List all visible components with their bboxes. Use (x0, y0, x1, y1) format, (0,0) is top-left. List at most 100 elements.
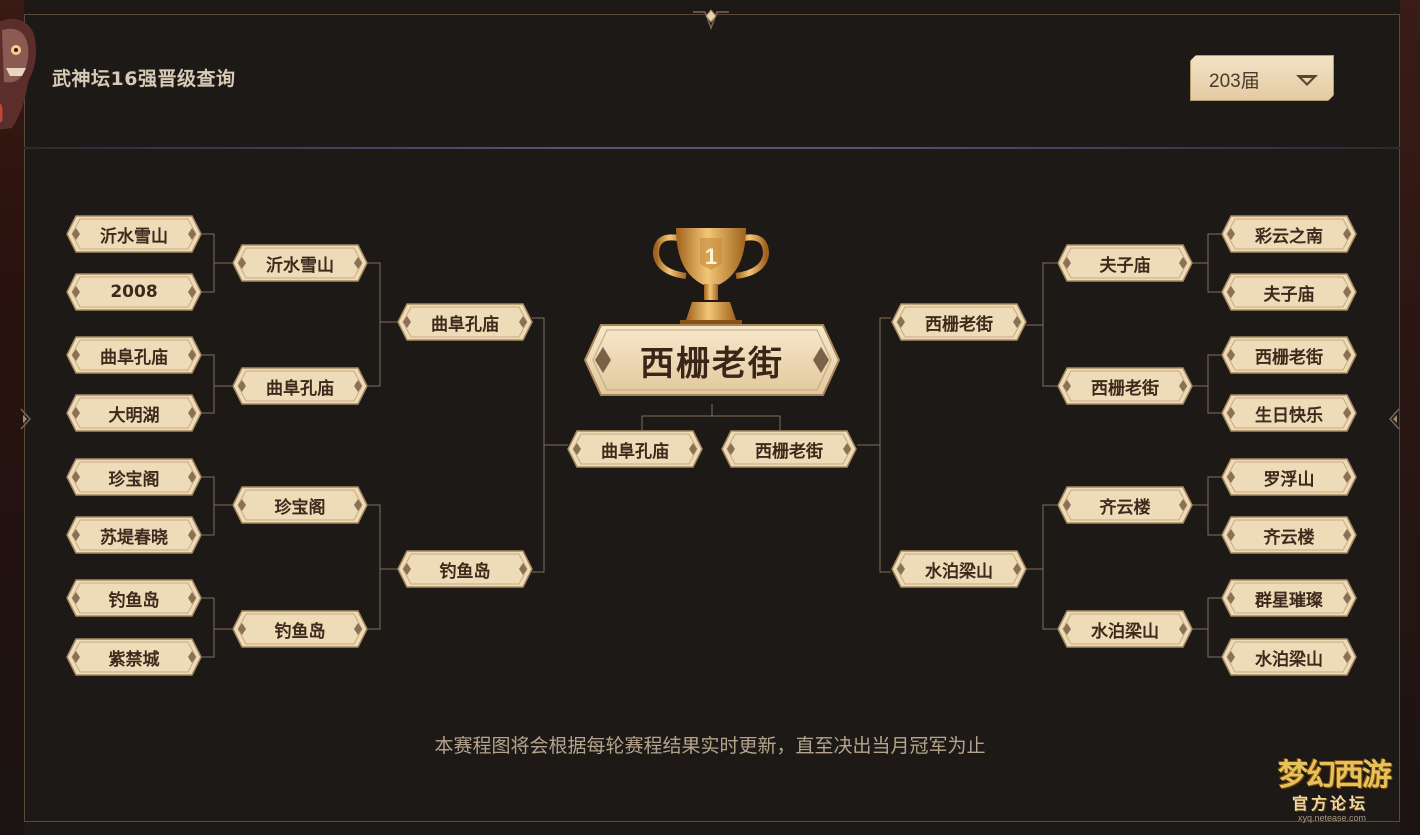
team-plate-icon (1221, 579, 1357, 617)
team-plate-left-semi-1[interactable]: 曲阜孔庙 (397, 303, 533, 341)
session-select[interactable]: 203届 (1190, 55, 1334, 101)
team-plate-icon (1221, 638, 1357, 676)
team-plate-left-quarter-2[interactable]: 曲阜孔庙 (232, 367, 368, 405)
team-name: 钓鱼岛 (439, 561, 491, 582)
team-plate-left-round16-6[interactable]: 苏堤春晓 (66, 516, 202, 554)
team-plate-right-round16-6[interactable]: 齐云楼 (1221, 516, 1357, 554)
team-name: 夫子庙 (1099, 255, 1151, 276)
forum-watermark: 梦幻西游 官方论坛 xyq.netease.com (1276, 750, 1412, 828)
team-plate-left-round16-7[interactable]: 钓鱼岛 (66, 579, 202, 617)
champion-team[interactable]: 西栅老街 (583, 323, 841, 397)
team-name: 彩云之南 (1255, 226, 1323, 247)
team-name: 曲阜孔庙 (431, 314, 499, 335)
team-name: 生日快乐 (1255, 405, 1323, 426)
team-plate-right-round16-7[interactable]: 群星璀璨 (1221, 579, 1357, 617)
team-name: 曲阜孔庙 (266, 378, 334, 399)
trophy-rank-text: 1 (705, 244, 717, 269)
scroll-left-arrow-icon[interactable] (18, 408, 32, 430)
team-plate-icon (232, 367, 368, 405)
team-name: 齐云楼 (1263, 527, 1315, 548)
team-name: 紫禁城 (108, 649, 160, 670)
watermark-url: xyq.netease.com (1298, 813, 1367, 823)
team-plate-left-final-1[interactable]: 曲阜孔庙 (567, 430, 703, 468)
team-plate-left-round16-2[interactable]: 2008 (66, 273, 202, 311)
team-plate-right-round16-2[interactable]: 夫子庙 (1221, 273, 1357, 311)
team-plate-icon (232, 244, 368, 282)
team-plate-icon (721, 430, 857, 468)
team-plate-left-semi-2[interactable]: 钓鱼岛 (397, 550, 533, 588)
team-name: 水泊梁山 (1255, 649, 1323, 670)
session-select-value: 203届 (1209, 71, 1260, 92)
scroll-right-arrow-icon[interactable] (1388, 408, 1402, 430)
team-plate-icon (397, 550, 533, 588)
team-name: 西栅老街 (1255, 347, 1323, 368)
team-plate-icon (66, 336, 202, 374)
team-plate-icon (66, 579, 202, 617)
team-plate-icon (1221, 336, 1357, 374)
team-plate-icon (1221, 273, 1357, 311)
team-plate-right-quarter-3[interactable]: 齐云楼 (1057, 486, 1193, 524)
team-plate-icon (1057, 244, 1193, 282)
team-plate-right-round16-5[interactable]: 罗浮山 (1221, 458, 1357, 496)
team-plate-icon (66, 273, 202, 311)
champion-name: 西栅老街 (640, 343, 784, 384)
team-plate-right-round16-3[interactable]: 西栅老街 (1221, 336, 1357, 374)
team-plate-icon (66, 516, 202, 554)
team-name: 苏堤春晓 (100, 527, 168, 548)
team-plate-right-quarter-4[interactable]: 水泊梁山 (1057, 610, 1193, 648)
frame-top-ornament-icon (693, 9, 729, 31)
team-plate-right-semi-2[interactable]: 水泊梁山 (891, 550, 1027, 588)
team-plate-right-round16-4[interactable]: 生日快乐 (1221, 394, 1357, 432)
team-name: 钓鱼岛 (274, 621, 326, 642)
team-name: 罗浮山 (1263, 469, 1315, 490)
team-name: 大明湖 (108, 405, 160, 426)
team-plate-right-quarter-1[interactable]: 夫子庙 (1057, 244, 1193, 282)
team-name: 沂水雪山 (100, 226, 168, 247)
team-plate-right-final-1[interactable]: 西栅老街 (721, 430, 857, 468)
team-name: 夫子庙 (1263, 284, 1315, 305)
header-divider (24, 147, 1400, 149)
team-plate-right-quarter-2[interactable]: 西栅老街 (1057, 367, 1193, 405)
team-plate-icon (1221, 458, 1357, 496)
team-plate-icon (1221, 394, 1357, 432)
caret-down-icon (1295, 73, 1319, 87)
team-plate-left-round16-1[interactable]: 沂水雪山 (66, 215, 202, 253)
team-name: 沂水雪山 (266, 255, 334, 276)
team-plate-left-round16-5[interactable]: 珍宝阁 (66, 458, 202, 496)
watermark-subtitle: 官方论坛 (1292, 794, 1369, 813)
team-plate-left-round16-4[interactable]: 大明湖 (66, 394, 202, 432)
team-name: 2008 (110, 282, 158, 302)
team-name: 西栅老街 (755, 441, 823, 462)
team-plate-right-semi-1[interactable]: 西栅老街 (891, 303, 1027, 341)
team-plate-icon (1221, 516, 1357, 554)
team-plate-right-round16-8[interactable]: 水泊梁山 (1221, 638, 1357, 676)
watermark-logo: 梦幻西游 (1278, 758, 1392, 793)
team-name: 群星璀璨 (1255, 590, 1323, 611)
team-name: 水泊梁山 (1091, 621, 1159, 642)
team-plate-right-round16-1[interactable]: 彩云之南 (1221, 215, 1357, 253)
team-plate-icon (1057, 367, 1193, 405)
page-title: 武神坛16强晋级查询 (52, 68, 236, 90)
team-plate-icon (891, 550, 1027, 588)
update-notice: 本赛程图将会根据每轮赛程结果实时更新，直至决出当月冠军为止 (434, 735, 986, 757)
team-plate-icon (66, 638, 202, 676)
team-plate-icon (66, 215, 202, 253)
page-edge-right (1400, 0, 1420, 835)
team-plate-icon (66, 394, 202, 432)
team-plate-left-quarter-4[interactable]: 钓鱼岛 (232, 610, 368, 648)
page-edge-left (0, 0, 24, 835)
team-plate-left-round16-3[interactable]: 曲阜孔庙 (66, 336, 202, 374)
team-plate-left-round16-8[interactable]: 紫禁城 (66, 638, 202, 676)
team-name: 齐云楼 (1099, 497, 1151, 518)
team-name: 西栅老街 (925, 314, 993, 335)
team-plate-icon (232, 486, 368, 524)
team-plate-icon (1221, 215, 1357, 253)
team-plate-icon (1057, 610, 1193, 648)
team-plate-icon (397, 303, 533, 341)
team-plate-left-quarter-3[interactable]: 珍宝阁 (232, 486, 368, 524)
team-name: 钓鱼岛 (108, 590, 160, 611)
team-plate-icon (1057, 486, 1193, 524)
team-plate-left-quarter-1[interactable]: 沂水雪山 (232, 244, 368, 282)
team-name: 曲阜孔庙 (100, 347, 168, 368)
